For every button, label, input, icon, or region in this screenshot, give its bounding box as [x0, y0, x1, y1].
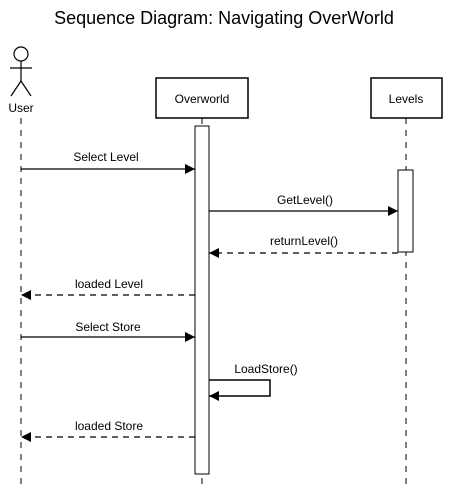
message-label: loaded Store	[75, 419, 143, 433]
participant-overworld: Overworld	[155, 77, 249, 119]
message-arrow	[209, 379, 271, 401]
participant-levels: Levels	[370, 77, 443, 119]
participant-levels-label: Levels	[389, 92, 424, 106]
message-label: Select Level	[73, 150, 138, 164]
message-label: LoadStore()	[234, 362, 297, 376]
message-select-level: Select Level	[21, 150, 195, 174]
message-select-store: Select Store	[21, 320, 195, 342]
message-label: Select Store	[75, 320, 141, 334]
participant-levels-box	[370, 77, 443, 119]
message-loaded-level: loaded Level	[21, 277, 195, 300]
message-label: returnLevel()	[270, 234, 338, 248]
diagram-title: Sequence Diagram: Navigating OverWorld	[54, 8, 394, 28]
message-label: loaded Level	[75, 277, 143, 291]
actor-left-leg	[10, 80, 22, 97]
actor-head-icon	[13, 46, 29, 62]
activation-levels	[397, 169, 414, 253]
actor-user: User	[8, 46, 34, 115]
message-return-level: returnLevel()	[209, 234, 398, 258]
participant-overworld-box	[155, 77, 249, 119]
message-label: GetLevel()	[277, 193, 333, 207]
message-loaded-store: loaded Store	[21, 419, 195, 442]
actor-right-leg	[20, 80, 32, 97]
message-load-store: LoadStore()	[209, 362, 298, 401]
message-get-level: GetLevel()	[209, 193, 398, 216]
participant-overworld-label: Overworld	[175, 92, 230, 106]
activation-overworld	[194, 125, 210, 475]
actor-user-label: User	[8, 101, 33, 115]
